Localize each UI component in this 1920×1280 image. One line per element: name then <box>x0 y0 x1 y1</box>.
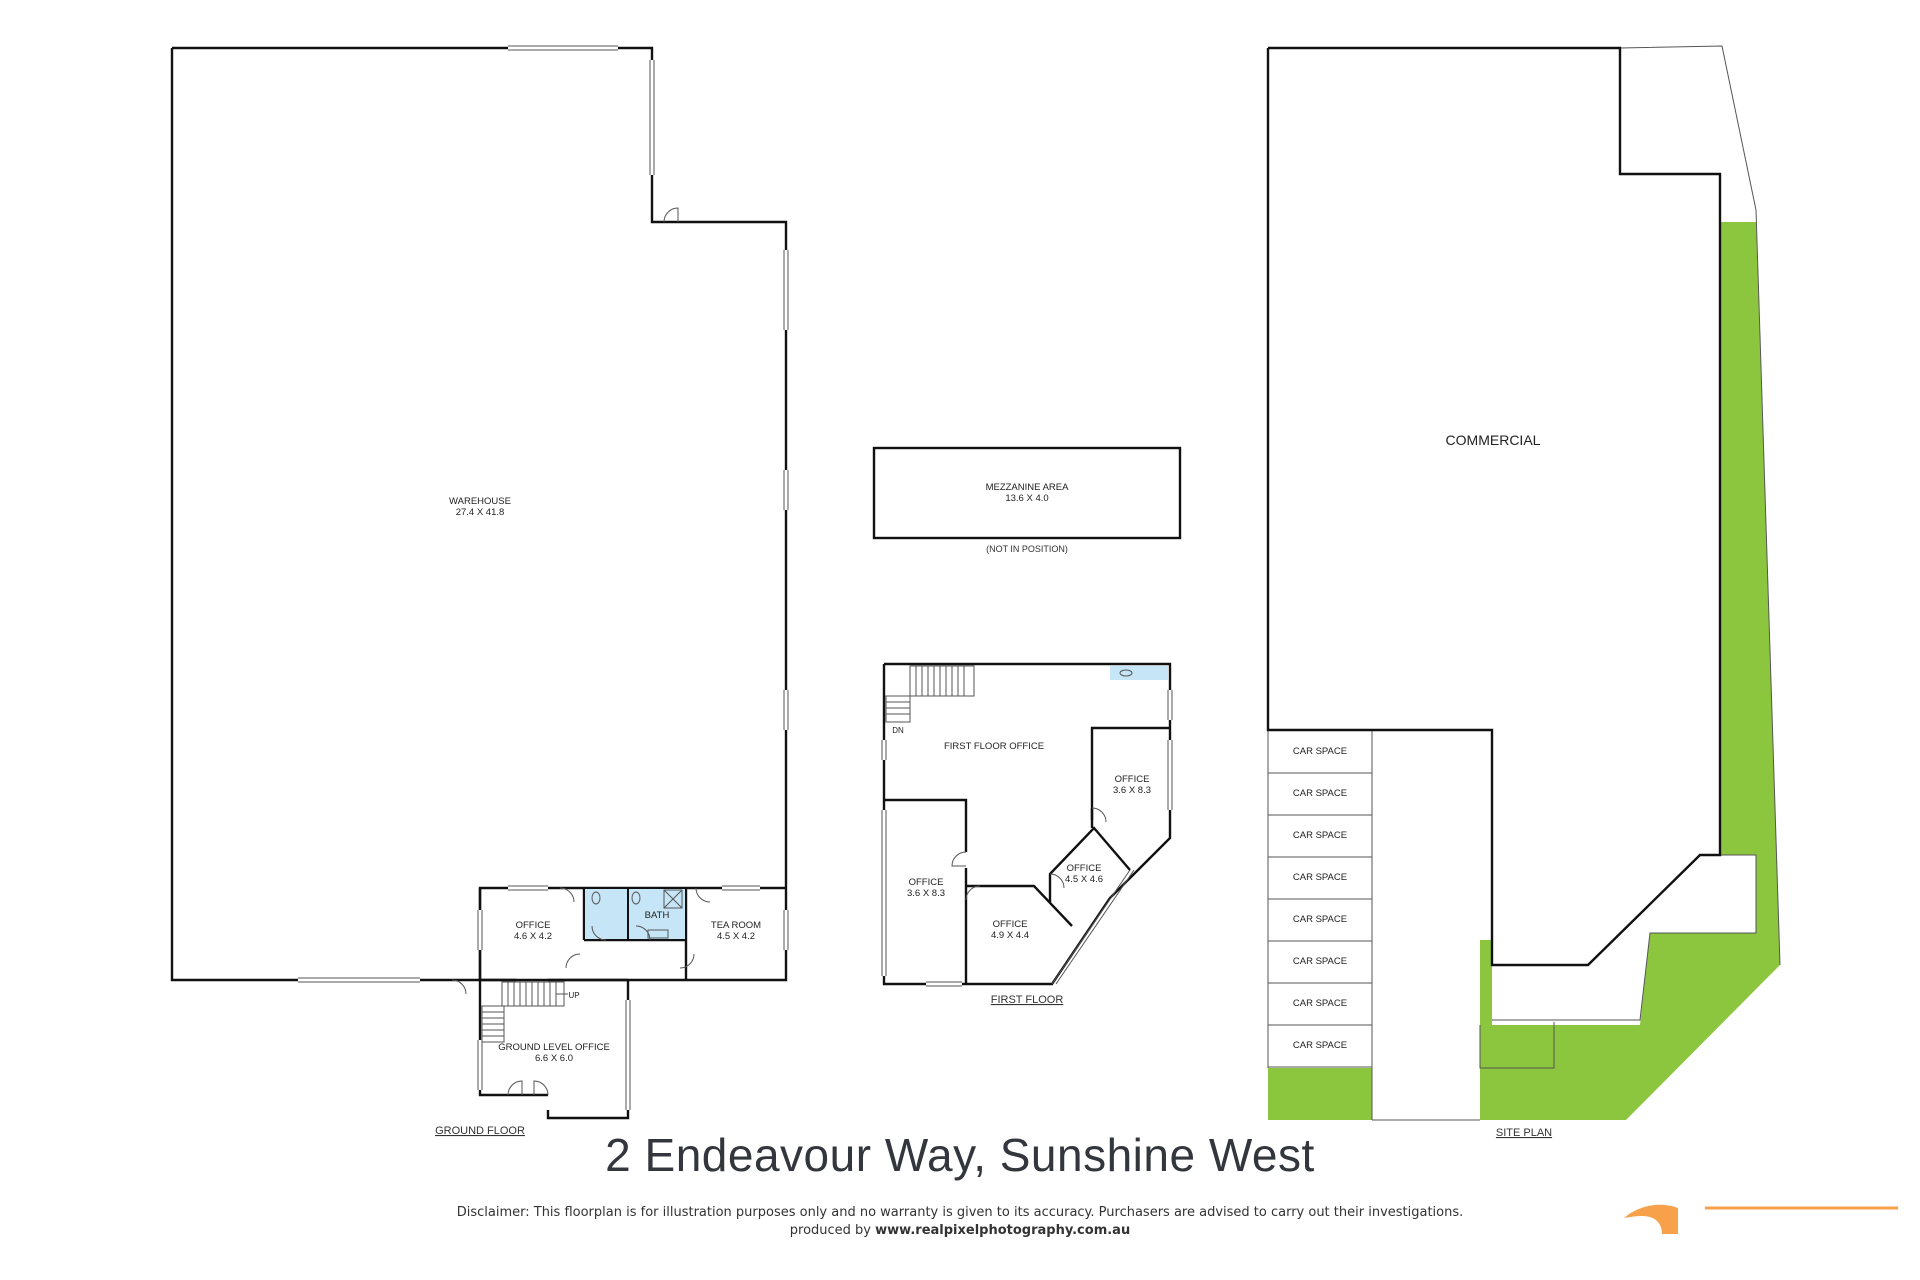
office-c-label: OFFICE <box>993 919 1028 930</box>
toilet-area <box>585 889 627 939</box>
office-d-label: OFFICE <box>909 877 944 888</box>
tea-room-size: 4.5 X 4.2 <box>717 931 755 942</box>
commercial-label: COMMERCIAL <box>1446 432 1541 448</box>
office-label: OFFICE <box>516 920 551 931</box>
mezzanine-label: MEZZANINE AREA <box>986 482 1070 493</box>
mezzanine-walls <box>872 446 1182 540</box>
office-a-size: 3.6 X 8.3 <box>1113 785 1151 796</box>
car-space-5: CAR SPACE <box>1293 914 1347 925</box>
first-floor-caption: FIRST FLOOR <box>991 994 1064 1006</box>
website-link[interactable]: www.realpixelphotography.com.au <box>875 1223 1131 1238</box>
ground-stairs <box>507 982 557 1006</box>
warehouse-walls <box>170 46 788 982</box>
mezzanine-note: (NOT IN POSITION) <box>986 544 1068 554</box>
car-space-lines <box>1268 772 1372 1068</box>
car-space-1: CAR SPACE <box>1293 746 1347 757</box>
car-space-7: CAR SPACE <box>1293 998 1347 1009</box>
warehouse-size: 27.4 X 41.8 <box>456 507 505 518</box>
tea-room-label: TEA ROOM <box>711 920 761 931</box>
first-floor-office-label: FIRST FLOOR OFFICE <box>944 741 1044 752</box>
page-title: 2 Endeavour Way, Sunshine West <box>605 1129 1315 1181</box>
office-a-label: OFFICE <box>1115 774 1150 785</box>
bath-area <box>629 889 685 939</box>
car-space-8: CAR SPACE <box>1293 1040 1347 1051</box>
office-d-size: 3.6 X 8.3 <box>907 888 945 899</box>
landscape-strip <box>1480 940 1492 1120</box>
car-space-6: CAR SPACE <box>1293 956 1347 967</box>
produced-prefix: produced by <box>789 1223 876 1238</box>
kitchenette <box>1110 666 1168 680</box>
brand-logo-icon <box>1624 1204 1898 1234</box>
office-c-size: 4.9 X 4.4 <box>991 930 1029 941</box>
office-b-label: OFFICE <box>1067 863 1102 874</box>
landscape-west <box>1268 1068 1372 1120</box>
ground-level-office-size: 6.6 X 6.0 <box>535 1053 573 1064</box>
ground-stair-label: UP <box>568 991 579 1000</box>
site-plan: COMMERCIAL CAR SPACE CAR SPACE CAR SPACE… <box>1266 45 1781 1139</box>
first-floor-walls <box>882 662 1172 986</box>
produced-by: produced by www.realpixelphotography.com… <box>0 1222 1920 1240</box>
site-plan-caption: SITE PLAN <box>1496 1127 1552 1139</box>
commercial-building <box>1266 46 1722 967</box>
first-floor-stairs <box>915 666 965 696</box>
first-floor-plan: DN FIRST FLOOR OFFICE OFFICE 3.6 X 8.3 O… <box>881 662 1173 1006</box>
ground-level-office-label: GROUND LEVEL OFFICE <box>498 1042 610 1053</box>
office-size: 4.6 X 4.2 <box>514 931 552 942</box>
first-stair-label: DN <box>892 726 904 735</box>
car-space-3: CAR SPACE <box>1293 830 1347 841</box>
mezzanine-size: 13.6 X 4.0 <box>1005 493 1048 504</box>
disclaimer: Disclaimer: This floorplan is for illust… <box>0 1204 1920 1240</box>
warehouse-label: WAREHOUSE <box>449 496 511 507</box>
car-space-2: CAR SPACE <box>1293 788 1347 799</box>
ground-floor-plan: UP WAREHOUSE 27.4 X 41.8 OFFICE 4.6 X 4.… <box>170 45 789 1137</box>
ground-floor-caption: GROUND FLOOR <box>435 1125 525 1137</box>
mezzanine-plan: MEZZANINE AREA 13.6 X 4.0 (NOT IN POSITI… <box>872 446 1182 554</box>
landscape-east <box>1480 222 1780 1120</box>
bath-label: BATH <box>645 910 670 921</box>
disclaimer-text: Disclaimer: This floorplan is for illust… <box>456 1205 1464 1220</box>
office-b-size: 4.5 X 4.6 <box>1065 874 1103 885</box>
car-space-4: CAR SPACE <box>1293 872 1347 883</box>
